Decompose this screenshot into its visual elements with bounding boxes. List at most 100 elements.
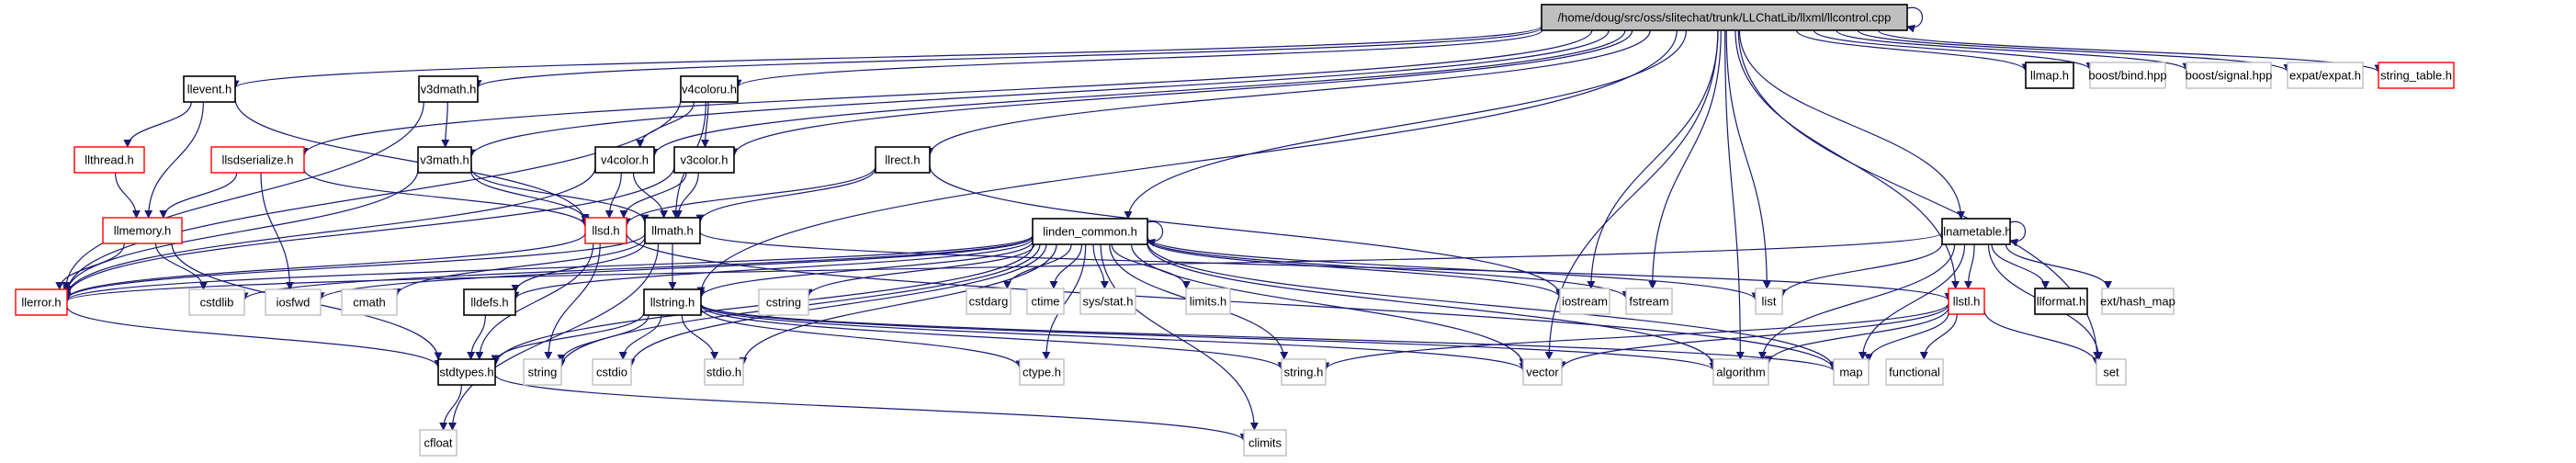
node-functional[interactable]: functional (1885, 358, 1944, 386)
edge-llmemory-to-cstdlib (154, 243, 208, 290)
edge-root-to-llrect (925, 29, 1651, 156)
node-v4coloru[interactable]: v4coloru.h (680, 75, 739, 103)
node-algorithm[interactable]: algorithm (1712, 358, 1769, 386)
node-expat[interactable]: expat/expat.h (2287, 62, 2364, 89)
node-label: string_table.h (2380, 69, 2452, 83)
node-ctime[interactable]: ctime (1026, 288, 1065, 315)
node-v3color[interactable]: v3color.h (673, 146, 735, 174)
edge-llstl-to-functional (1919, 313, 1958, 360)
node-cstdlib[interactable]: cstdlib (188, 288, 245, 316)
node-cstdio[interactable]: cstdio (592, 358, 632, 386)
node-box (592, 358, 632, 386)
node-llformat[interactable]: llformat.h (2034, 288, 2088, 315)
node-lldefs[interactable]: lldefs.h (463, 288, 516, 316)
node-label: llsd.h (592, 224, 619, 238)
node-label: boost/bind.hpp (2088, 69, 2166, 83)
node-stdio[interactable]: stdio.h (704, 358, 744, 386)
edge-stdtypes-to-climits (494, 374, 1248, 442)
edge-llstring-to-stringh (700, 305, 1286, 371)
node-v3dmath[interactable]: v3dmath.h (418, 75, 479, 103)
node-climits[interactable]: climits (1243, 429, 1287, 457)
node-box (183, 75, 236, 103)
node-cfloat[interactable]: cfloat (419, 429, 458, 457)
node-llsd[interactable]: llsd.h (584, 217, 627, 244)
node-box (265, 288, 322, 316)
node-cmath[interactable]: cmath (341, 288, 398, 316)
node-box (2186, 62, 2272, 89)
edge-linden_common-to-map (1147, 242, 1838, 370)
edge-root-to-llnametable (1738, 29, 1966, 220)
node-llstring[interactable]: llstring.h (643, 288, 702, 316)
node-box (680, 75, 739, 103)
node-label: v4coloru.h (682, 83, 737, 96)
node-vector[interactable]: vector (1522, 358, 1563, 386)
node-v3math[interactable]: v3math.h (417, 146, 472, 174)
node-fstream[interactable]: fstream (1625, 288, 1673, 315)
edge-root-to-v4color (650, 29, 1626, 157)
node-llmath[interactable]: llmath.h (644, 217, 701, 244)
node-root[interactable]: /home/doug/src/oss/slitechat/trunk/LLCha… (1541, 4, 1908, 31)
node-set[interactable]: set (2096, 358, 2127, 386)
node-box (1941, 218, 2011, 245)
edge-linden_common-to-limits (1111, 243, 1191, 289)
node-llsdserialize[interactable]: llsdserialize.h (210, 146, 305, 174)
node-box (966, 288, 1011, 315)
node-llthread[interactable]: llthread.h (73, 146, 145, 174)
node-box (1712, 358, 1769, 386)
node-boost-signal[interactable]: boost/signal.hpp (2186, 62, 2273, 89)
node-box (594, 146, 655, 174)
node-box (1833, 358, 1870, 386)
node-stdtypes[interactable]: stdtypes.h (437, 358, 496, 386)
node-llmap[interactable]: llmap.h (2025, 62, 2074, 89)
edge-root-to-iostream (1587, 29, 1719, 289)
node-box (73, 146, 145, 174)
edge-llsd-to-stdtypes (475, 243, 594, 360)
edge-linden_common-to-ctime (1049, 243, 1083, 289)
node-string[interactable]: string (523, 358, 562, 386)
node-limits[interactable]: limits.h (1185, 288, 1231, 315)
edge-root-to-llmap (1796, 29, 2030, 73)
node-llrect[interactable]: llrect.h (875, 146, 931, 174)
edge-llmath-to-cmath (392, 236, 646, 297)
node-box (463, 288, 516, 316)
node-llnametable[interactable]: llnametable.h (1940, 218, 2012, 245)
edge-linden_common-to-list (1147, 237, 1760, 301)
edge-root-to-list (1725, 29, 1771, 289)
node-sysstat[interactable]: sys/stat.h (1079, 288, 1136, 315)
node-box (673, 146, 735, 174)
node-label: functional (1889, 366, 1940, 379)
node-box (1032, 218, 1148, 245)
node-box (704, 358, 744, 386)
node-boost-bind[interactable]: boost/bind.hpp (2088, 62, 2167, 89)
edge-v3math-to-llsd (470, 171, 590, 223)
node-llevent[interactable]: llevent.h (183, 75, 236, 103)
node-v4color[interactable]: v4color.h (594, 146, 655, 174)
node-llstl[interactable]: llstl.h (1948, 288, 1985, 315)
node-ctype[interactable]: ctype.h (1019, 358, 1065, 386)
node-string-table[interactable]: string_table.h (2378, 62, 2455, 89)
edge-v3dmath-to-v3math (441, 101, 450, 148)
node-cstdarg[interactable]: cstdarg (966, 288, 1011, 315)
edge-llstring-to-stdtypes (491, 311, 645, 364)
node-iosfwd[interactable]: iosfwd (265, 288, 322, 316)
node-box (523, 358, 562, 386)
node-iostream[interactable]: iostream (1559, 288, 1610, 315)
node-llmemory[interactable]: llmemory.h (102, 217, 183, 244)
node-linden-common[interactable]: linden_common.h (1032, 218, 1148, 245)
node-label: algorithm (1716, 366, 1765, 379)
edge-v4color-to-llerror (62, 166, 596, 298)
node-stringh[interactable]: string.h (1281, 358, 1327, 386)
edge-linden_common-to-ctype (1042, 243, 1087, 360)
node-box (188, 288, 245, 316)
edge-linden_common-to-llerror (62, 234, 1034, 302)
edge-v3color-to-llsd (619, 172, 687, 219)
edge-llstl-to-map (1864, 311, 1949, 363)
node-map[interactable]: map (1833, 358, 1870, 386)
node-hash-map[interactable]: ext/hash_map (2100, 288, 2175, 315)
node-cstring[interactable]: cstring (758, 288, 809, 316)
node-label: cstdarg (969, 295, 1009, 309)
node-label: string.h (1284, 366, 1324, 379)
node-box (2089, 62, 2166, 89)
node-llerror[interactable]: llerror.h (15, 288, 68, 316)
node-list[interactable]: list (1755, 288, 1783, 315)
